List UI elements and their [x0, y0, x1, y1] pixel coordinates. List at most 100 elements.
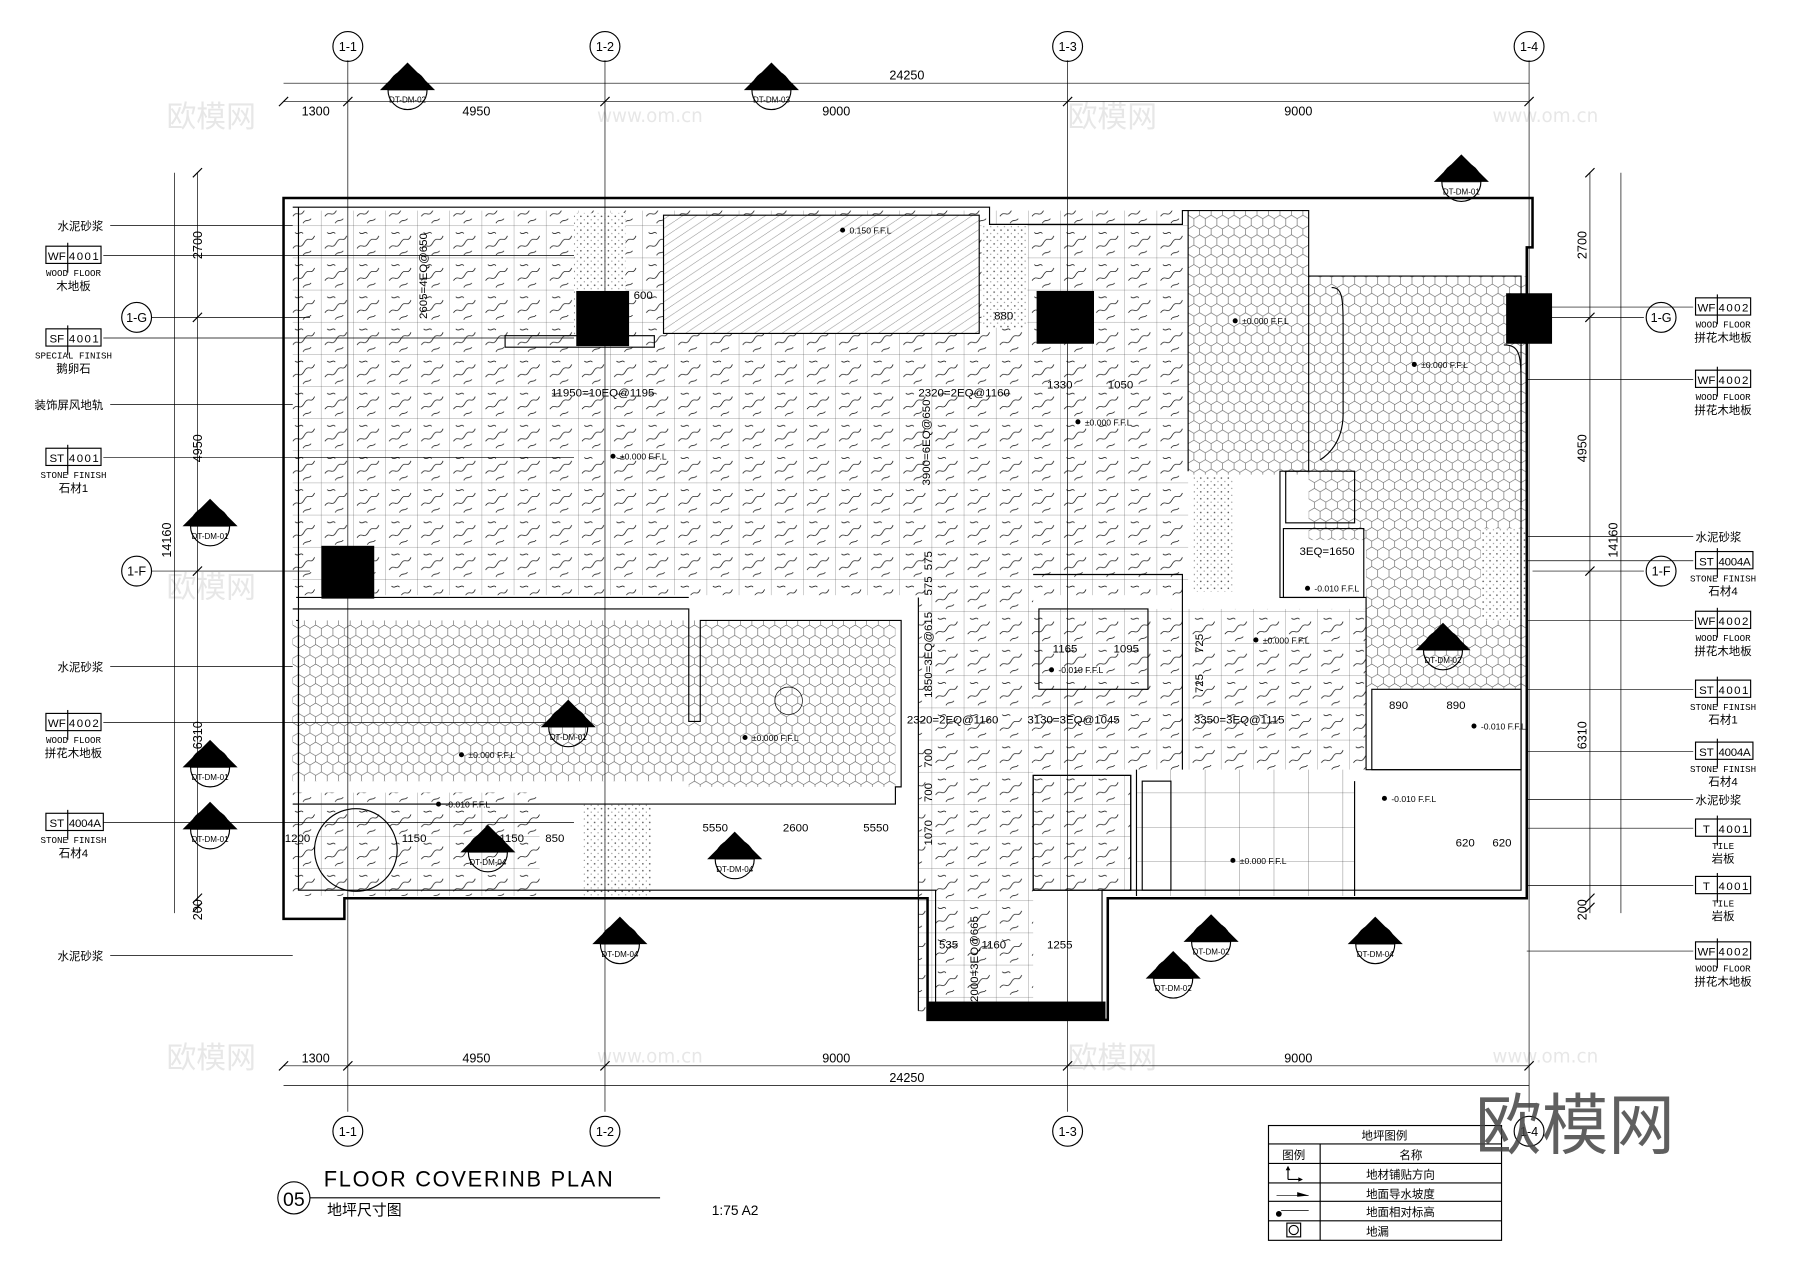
material-number: 4001	[69, 334, 99, 346]
material-note: 水泥砂浆	[1696, 793, 1742, 807]
floor-level-label: ±0.000 F.F.L	[1421, 360, 1468, 370]
drainage-slope-icon	[1276, 1192, 1309, 1197]
dimension-segment: 4950	[191, 434, 205, 462]
material-number: 4002	[1718, 947, 1748, 959]
dimension-tick	[192, 566, 203, 577]
material-name-en: STONE FINISH	[1690, 764, 1756, 775]
interior-dimension: 620	[1492, 838, 1511, 850]
interior-dimension: 1095	[1114, 644, 1140, 656]
section-arrow-icon	[379, 62, 436, 91]
bath-zone	[583, 804, 653, 896]
section-reference: DT-DM-01	[1443, 188, 1481, 197]
round-feature	[313, 808, 398, 892]
dimension-tick	[278, 96, 289, 107]
material-name-en: SPECIAL FINISH	[35, 351, 112, 362]
interior-dimension: 700	[923, 783, 935, 802]
material-code: WF	[1698, 303, 1716, 315]
material-number: 4004A	[69, 818, 101, 830]
section-arrow-icon	[743, 62, 799, 91]
floor-level-label: -0.010 F.F.L	[1058, 665, 1103, 675]
level-marker-icon	[1049, 667, 1055, 673]
section-number: 09	[562, 714, 575, 726]
title-en: FLOOR COVERINB PLAN	[324, 1166, 615, 1191]
floor-level-label: ±0.000 F.F.L	[1263, 635, 1310, 645]
interior-dimension: 1070	[923, 820, 935, 846]
dimension-total: 14160	[160, 523, 174, 558]
section-reference: DT-DM-04	[469, 858, 507, 867]
dimension-tick	[342, 1060, 353, 1071]
section-reference: DT-DM-02	[1193, 947, 1231, 956]
dimension-tick	[192, 893, 203, 904]
legend-table: 地坪图例 图例 名称 地材铺贴方向 地面导水坡度 地面相对标高 地漏	[1267, 1124, 1503, 1241]
material-code: ST	[1699, 556, 1714, 568]
watermark: 欧模网	[166, 100, 255, 135]
paving-direction-icon	[1285, 1165, 1303, 1182]
dimension-total: 24250	[889, 1071, 924, 1085]
material-name-cn: 岩板	[1712, 909, 1735, 923]
section-number: 10	[765, 76, 778, 88]
interior-dimension: 575	[923, 576, 935, 595]
interior-dimension: 3EQ=1650	[1299, 546, 1354, 558]
section-arrow-icon	[1415, 622, 1471, 651]
interior-dimension: 2320=2EQ@1160	[907, 715, 998, 727]
material-tag	[1694, 875, 1752, 895]
threshold	[927, 1001, 1106, 1020]
section-reference: DT-DM-01	[192, 532, 230, 541]
dimension-tick	[1584, 902, 1595, 913]
material-tag	[1694, 369, 1752, 388]
grid-bubble	[1052, 30, 1084, 62]
stone-zone	[1032, 774, 1132, 891]
grid-bubble	[121, 301, 153, 333]
material-name-cn: 木地板	[56, 279, 91, 293]
material-callout: 水泥砂浆	[1526, 793, 1742, 807]
grid-bubble	[1513, 30, 1545, 62]
section-number: 13	[481, 839, 494, 851]
material-note: 水泥砂浆	[1696, 530, 1742, 544]
section-arrow-icon	[1347, 916, 1403, 945]
drawing-scale: 1:75 A2	[712, 1203, 759, 1218]
material-note: 水泥砂浆	[57, 219, 103, 233]
interior-dimension: 5550	[863, 823, 889, 835]
dimension-segment: 4950	[1575, 434, 1589, 462]
dimension-segment: 6310	[191, 721, 205, 749]
section-reference: DT-DM-01	[192, 773, 230, 782]
outer-wall	[282, 196, 1534, 1022]
interior-dimension: 2605=4EQ@650	[418, 233, 430, 319]
section-number: 02	[204, 513, 217, 525]
level-marker-icon	[458, 752, 465, 758]
dimension-tick	[1584, 893, 1595, 904]
legend-col-name: 名称	[1399, 1148, 1422, 1162]
dimension-segment: 2700	[1575, 231, 1589, 259]
section-number: 06	[1167, 965, 1180, 977]
interior-dimension: 1050	[1108, 380, 1134, 392]
dimension-segment: 4950	[462, 104, 490, 118]
material-tag	[1694, 941, 1752, 960]
dimension-total: 24250	[889, 69, 924, 83]
section-number: 14	[728, 846, 741, 858]
grid-bubble	[1513, 1115, 1545, 1147]
grid-bubble	[332, 1115, 364, 1147]
dimension-segment: 1300	[302, 104, 330, 118]
section-number: 08	[1437, 637, 1450, 649]
material-name-cn: 石材4	[59, 846, 89, 860]
